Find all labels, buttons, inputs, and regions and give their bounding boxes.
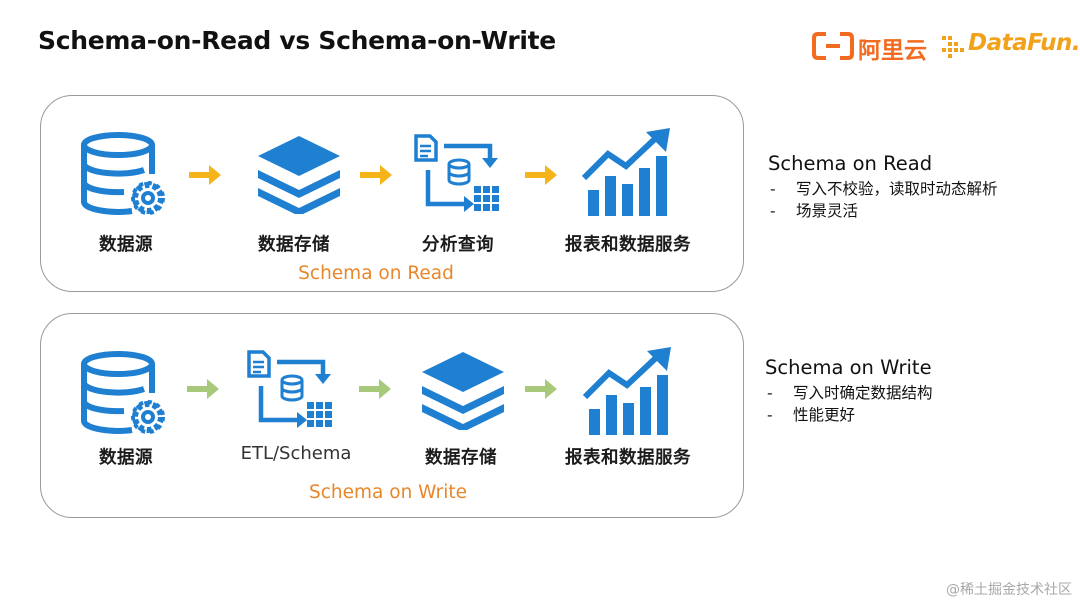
panel-caption-write: Schema on Write	[308, 482, 468, 503]
layers-icon	[418, 350, 508, 430]
datafun-logo-text: DataFun.	[968, 30, 1080, 56]
database-gear-icon	[80, 349, 170, 439]
side-bullet-text: 性能更好	[793, 406, 856, 424]
side-bullet-text: 场景灵活	[796, 202, 859, 220]
logo-group: 阿里云 DataFun.	[812, 28, 1080, 64]
step-label-data-storage: 数据存储	[258, 235, 330, 255]
arrow-right-icon	[357, 376, 393, 402]
side-bullet-item: - 场景灵活	[768, 200, 998, 222]
bar-chart-growth-icon	[582, 128, 672, 218]
side-heading: Schema on Read	[768, 152, 933, 175]
datafun-logo: DataFun.	[940, 28, 1080, 64]
bar-chart-growth-icon	[583, 347, 673, 437]
side-bullet-item: - 写入不校验，读取时动态解析	[768, 178, 998, 200]
side-notes-read: Schema on Read - 写入不校验，读取时动态解析 - 场景灵活	[768, 152, 998, 222]
aliyun-mark-icon	[812, 32, 854, 60]
step-label-reports-services: 报表和数据服务	[565, 235, 691, 255]
bullet-dash: -	[770, 202, 776, 220]
etl-query-icon	[247, 350, 337, 430]
panel-caption-read: Schema on Read	[298, 263, 454, 284]
page-title: Schema-on-Read vs Schema-on-Write	[38, 26, 556, 55]
aliyun-logo-text: 阿里云	[858, 38, 927, 64]
layers-icon	[254, 134, 344, 214]
watermark: @稀土掘金技术社区	[946, 582, 1072, 598]
step-label-data-source: 数据源	[99, 235, 153, 255]
arrow-right-icon	[358, 162, 394, 188]
side-heading: Schema on Write	[765, 356, 932, 379]
side-notes-write: Schema on Write - 写入时确定数据结构 - 性能更好	[765, 356, 933, 426]
side-bullet-text: 写入不校验，读取时动态解析	[796, 180, 998, 198]
query-icon	[414, 134, 504, 214]
step-label-analytics-query: 分析查询	[422, 235, 494, 255]
side-bullet-item: - 性能更好	[765, 404, 933, 426]
side-bullet-item: - 写入时确定数据结构	[765, 382, 933, 404]
aliyun-logo: 阿里云	[812, 28, 934, 64]
bullet-dash: -	[770, 180, 776, 198]
bullet-dash: -	[767, 406, 773, 424]
step-label-reports-services: 报表和数据服务	[565, 448, 691, 468]
step-label-etl-schema: ETL/Schema	[240, 443, 352, 464]
arrow-right-icon	[185, 376, 221, 402]
step-label-data-source: 数据源	[99, 448, 153, 468]
arrow-right-icon	[187, 162, 223, 188]
bullet-dash: -	[767, 384, 773, 402]
arrow-right-icon	[523, 376, 559, 402]
side-bullet-text: 写入时确定数据结构	[793, 384, 933, 402]
step-label-data-storage: 数据存储	[425, 448, 497, 468]
datafun-mark-icon	[942, 36, 964, 58]
database-gear-icon	[80, 130, 170, 220]
arrow-right-icon	[523, 162, 559, 188]
